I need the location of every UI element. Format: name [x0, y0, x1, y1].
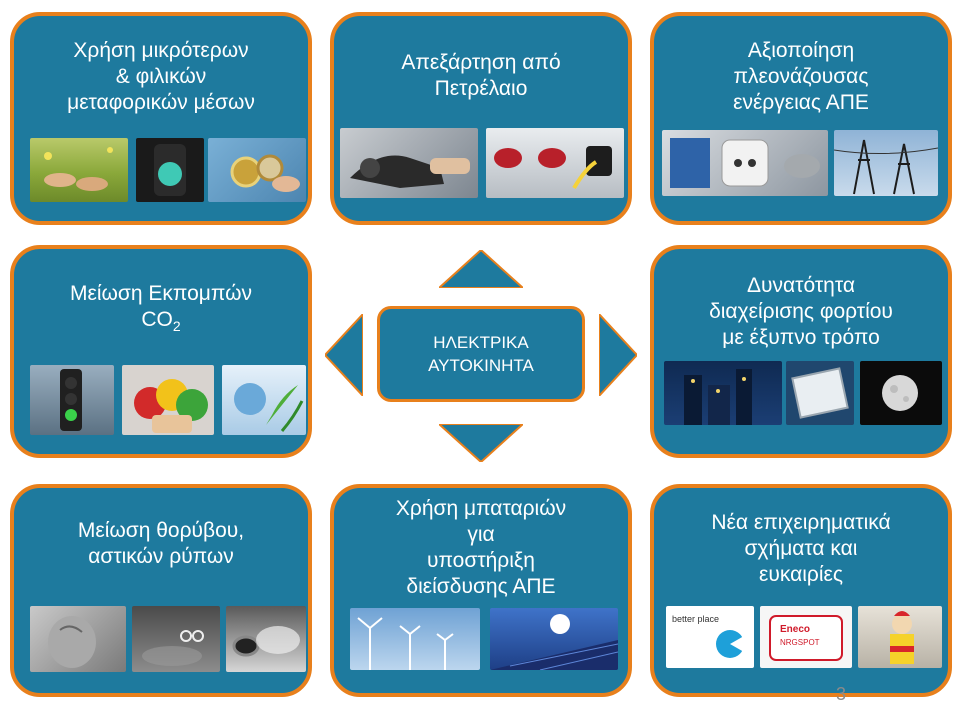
title-line: Μείωση Εκπομπών: [70, 282, 252, 305]
title-line: Χρήση μπαταριών: [395, 497, 567, 520]
title-line: αστικών ρύπων: [88, 545, 234, 568]
traffic-light-photo: [136, 138, 204, 202]
tablet-photo: [786, 361, 854, 425]
card-title: Νέα επιχειρηματικά σχήματα και ευκαιρίες: [654, 510, 948, 588]
exhaust-pipe-photo: [226, 606, 306, 672]
arrow-down-icon: [439, 424, 523, 462]
title-line: Δυνατότητα: [747, 274, 855, 297]
power-lines-photo: [834, 130, 938, 196]
electric-cars-box: ΗΛΕΚΤΡΙΚΑ ΑΥΤΟΚΙΝΗΤΑ: [377, 306, 585, 402]
wind-turbines-photo: [350, 608, 480, 670]
card-title: Χρήση μικρότερων & φιλικών μεταφορικών μ…: [14, 38, 308, 116]
co-text: CO: [141, 308, 173, 331]
city-night-photo: [664, 361, 782, 425]
title-line: διαχείρισης φορτίου: [709, 300, 893, 323]
solar-panel-photo: [490, 608, 618, 670]
title-line: Αξιοποίηση: [747, 39, 855, 62]
power-socket-photo: [662, 130, 828, 196]
traffic-light-photo: [30, 365, 114, 435]
title-line: μεταφορικών μέσων: [67, 91, 255, 114]
card-title: Μείωση θορύβου, αστικών ρύπων: [14, 518, 308, 570]
arrow-right-icon: [599, 314, 637, 396]
card-noise-reduction: Μείωση θορύβου, αστικών ρύπων: [10, 484, 312, 697]
better-place-logo: better place: [666, 606, 754, 668]
moon-photo: [860, 361, 942, 425]
subscript-2: 2: [172, 318, 181, 335]
card-new-business: Νέα επιχειρηματικά σχήματα και ευκαιρίες…: [650, 484, 952, 697]
smog-photo: [132, 606, 220, 672]
arrow-left-icon: [325, 314, 363, 396]
eneco-text: Eneco: [780, 624, 811, 635]
title-line: ενέργειας ΑΠΕ: [733, 91, 869, 114]
card-title: Δυνατότητα διαχείρισης φορτίου με έξυπνο…: [654, 273, 948, 351]
feet-on-grass-photo: [30, 138, 128, 202]
page-number: 3: [836, 684, 847, 704]
co2-label: CO2: [14, 307, 308, 339]
fuel-nozzle-photo: [340, 128, 478, 198]
title-line: πλεονάζουσας: [733, 65, 869, 88]
card-title: Χρήση μπαταριών για υποστήριξη διείσδυση…: [334, 496, 628, 600]
card-load-management: Δυνατότητα διαχείρισης φορτίου με έξυπνο…: [650, 245, 952, 458]
title-line: Μείωση θορύβου,: [77, 519, 245, 542]
title-line: & φιλικών: [115, 65, 207, 88]
center-line: ΗΛΕΚΤΡΙΚΑ: [433, 333, 529, 352]
title-line: διείσδυσης ΑΠΕ: [406, 575, 556, 598]
card-batteries: Χρήση μπαταριών για υποστήριξη διείσδυση…: [330, 484, 632, 697]
title-line: Απεξάρτηση από: [401, 51, 561, 74]
title-line: Πετρέλαιο: [434, 77, 528, 100]
arrow-up-icon: [439, 250, 523, 288]
title-line: ευκαιρίες: [759, 563, 843, 586]
eneco-card-photo: Eneco NRGSPOT: [760, 606, 852, 668]
better-place-text: better place: [672, 614, 720, 624]
mascot-photo: [858, 606, 942, 668]
card-surplus-res: Αξιοποίηση πλεονάζουσας ενέργειας ΑΠΕ: [650, 12, 952, 225]
statue-ear-photo: [30, 606, 126, 672]
euro-coin-photo: [208, 138, 306, 202]
title-line: για: [467, 523, 495, 546]
card-oil-independence: Απεξάρτηση από Πετρέλαιο: [330, 12, 632, 225]
emission-stickers-photo: [122, 365, 214, 435]
card-smaller-vehicles: Χρήση μικρότερων & φιλικών μεταφορικών μ…: [10, 12, 312, 225]
card-title: Μείωση Εκπομπών CO2: [14, 281, 308, 339]
nrgspot-text: NRGSPOT: [780, 638, 820, 647]
charging-plug-photo: [486, 128, 624, 198]
title-line: Νέα επιχειρηματικά: [711, 511, 891, 534]
title-line: Χρήση μικρότερων: [73, 39, 249, 62]
card-title: Απεξάρτηση από Πετρέλαιο: [334, 50, 628, 102]
card-title: Αξιοποίηση πλεονάζουσας ενέργειας ΑΠΕ: [654, 38, 948, 116]
title-line: με έξυπνο τρόπο: [722, 326, 880, 349]
clean-air-photo: [222, 365, 306, 435]
center-line: ΑΥΤΟΚΙΝΗΤΑ: [428, 356, 534, 375]
title-line: σχήματα και: [744, 537, 858, 560]
title-line: υποστήριξη: [427, 549, 535, 572]
card-emissions: Μείωση Εκπομπών CO2: [10, 245, 312, 458]
